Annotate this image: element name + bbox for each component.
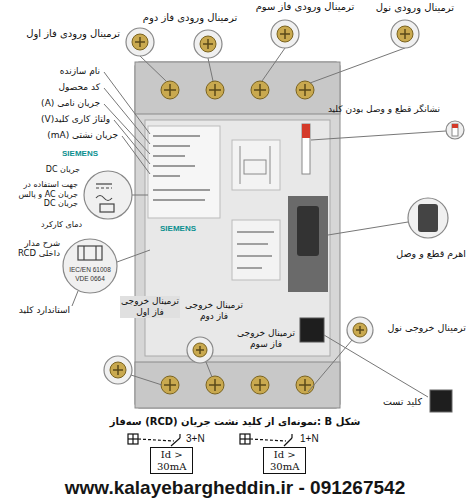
standard-text: IEC/EN 61008	[69, 266, 111, 274]
pole-label: 3+N	[186, 433, 205, 445]
plate-label: دمای کارکرد	[41, 220, 82, 230]
plate-label: جریان نشتی (mA)	[47, 130, 118, 141]
terminal-label: ترمینال ورودی فاز سوم	[256, 1, 355, 13]
plate-label: شرح مدار داخلی RCD	[4, 238, 60, 258]
plate-label: جریان DC	[46, 165, 80, 175]
terminal-label: ترمینال خروجی فاز دوم	[184, 300, 244, 322]
plate-label: جریان نامی (A)	[41, 98, 100, 109]
terminal-label: ترمینال ورودی فاز اول	[26, 28, 120, 40]
part-label: اهرم قطع و وصل	[396, 248, 466, 259]
rating-text: 30mA	[270, 461, 299, 473]
rcd-symbol-box: Id >30mA	[150, 447, 193, 474]
terminal-label: ترمینال ورودی فاز دوم	[143, 12, 237, 24]
watermark: www.kalayebargheddin.ir - 091267542	[65, 477, 405, 499]
terminal-label: ترمینال خروجی فاز اول	[120, 296, 180, 318]
symbol-text: Id >	[270, 449, 299, 461]
brand-name: SIEMENS	[62, 149, 98, 159]
rcd-symbol-box: Id >30mA	[263, 447, 306, 474]
part-label: کلید تست	[383, 396, 422, 407]
plate-label: استاندارد کلید	[19, 305, 70, 316]
terminal-label: ترمینال خروجی فاز سوم	[235, 328, 297, 350]
terminal-label: ترمینال خروجی نول	[388, 322, 467, 333]
symbol-text: Id >	[157, 449, 186, 461]
rating-text: 30mA	[157, 461, 186, 473]
plate-label: جهت استفاده در جریان AC و پالس جریان DC	[18, 180, 78, 209]
standard-text: VDE 0664	[75, 275, 105, 283]
plate-label: کد محصول	[59, 82, 101, 93]
terminal-label: ترمینال ورودی نول	[376, 2, 454, 14]
pole-label: 1+N	[300, 433, 319, 445]
figure-caption: شکل B :نمونه‌ای از کلید نشت جریان (RCD) …	[110, 416, 361, 428]
plate-label: ولتاژ کاری کلید(V)	[41, 114, 110, 125]
brand-name: SIEMENS	[160, 224, 196, 234]
plate-label: نام سازنده	[60, 66, 100, 77]
part-label: نشانگر قطع و وصل بودن کلید	[328, 104, 440, 115]
